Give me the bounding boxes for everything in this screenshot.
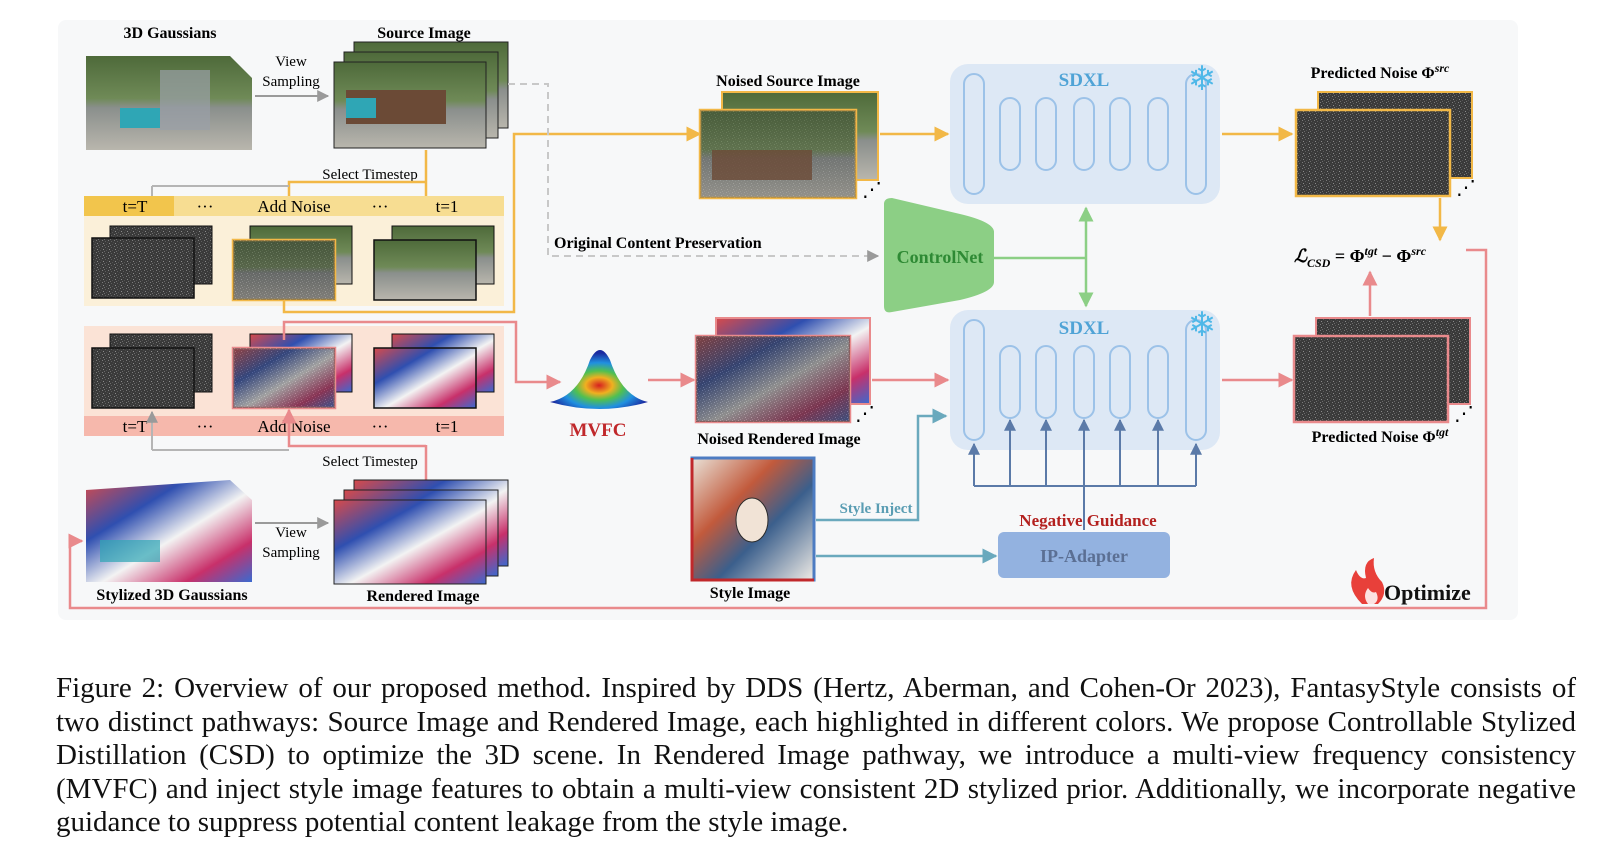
predicted-src-stack <box>1294 91 1473 198</box>
style-inject-arrow <box>816 408 948 522</box>
stylized-gaussians-label: Stylized 3D Gaussians <box>96 587 247 604</box>
add-noise-bottom: Add Noise <box>257 417 330 436</box>
noised-source-label: Noised Source Image <box>716 73 860 90</box>
t-end-bottom: t=1 <box>436 417 459 436</box>
sdxl-top-label: SDXL <box>1059 70 1110 91</box>
noised-rendered-label: Noised Rendered Image <box>697 431 860 448</box>
sdxl-bottom-block <box>950 310 1220 450</box>
source-image-label: Source Image <box>377 25 470 42</box>
source-image-stack <box>333 41 509 149</box>
t-end-top: t=1 <box>436 197 459 216</box>
view-sampling-top-line1: View <box>275 54 307 70</box>
predicted-tgt-stack <box>1292 317 1471 424</box>
dots-bottom-1: ··· <box>197 417 214 436</box>
figure-caption: Figure 2: Overview of our proposed metho… <box>56 672 1576 840</box>
sdxl-bottom-label: SDXL <box>1059 318 1110 339</box>
negative-guidance-label: Negative Guidance <box>1019 511 1157 530</box>
controlnet-label: ControlNet <box>897 247 984 267</box>
flame-icon <box>1351 558 1385 604</box>
timestep-branch-bottom <box>281 408 426 448</box>
t-start-bottom: t=T <box>123 417 148 436</box>
original-content-dashed <box>508 83 880 262</box>
noised-source-stack <box>698 91 879 200</box>
stack-more-dots: ⋰ <box>862 179 882 201</box>
gaussians-3d-label: 3D Gaussians <box>124 25 217 42</box>
noised-stack-top-T <box>91 225 213 299</box>
rendered-path-to-mvfc <box>282 320 562 390</box>
predicted-src-label: Predicted Noise Φsrc <box>1311 61 1450 82</box>
mvfc-label: MVFC <box>570 420 627 441</box>
optimize-feedback-loop <box>68 248 1488 610</box>
stylized-gaussian-surface-icon <box>86 480 252 582</box>
view-sampling-top-line2: Sampling <box>262 74 320 90</box>
t-start-top: t=T <box>123 197 148 216</box>
ip-adapter-label: IP-Adapter <box>1040 546 1128 566</box>
source-path-to-noised <box>282 126 702 314</box>
view-sampling-bottom-line1: View <box>275 525 307 541</box>
stack-more-dots: ⋰ <box>1454 403 1474 425</box>
stack-more-dots: ⋰ <box>1456 177 1476 199</box>
select-timestep-top-label: Select Timestep <box>322 167 417 183</box>
controlnet-block <box>884 198 994 313</box>
optimize-label: Optimize <box>1384 580 1471 605</box>
noised-stack-top-mid <box>231 225 353 302</box>
gaussian-surface-icon <box>86 56 252 150</box>
view-sampling-bottom-line2: Sampling <box>262 545 320 561</box>
noised-stack-bottom-T <box>91 333 213 409</box>
noised-stack-bottom-mid <box>231 333 353 410</box>
loss-equation: ℒCSD = Φtgt − Φsrc <box>1294 244 1427 270</box>
rendered-image-label: Rendered Image <box>366 588 479 605</box>
predicted-tgt-label: Predicted Noise Φtgt <box>1312 425 1449 446</box>
dots-top-2: ··· <box>372 197 389 216</box>
caption-text: Figure 2: Overview of our proposed metho… <box>56 672 1576 838</box>
style-inject-label: Style Inject <box>840 501 913 517</box>
mvfc-surface-icon <box>550 350 648 409</box>
add-noise-top: Add Noise <box>257 197 330 216</box>
ip-adapter-fanout <box>968 418 1202 530</box>
sdxl-top-block <box>950 64 1220 204</box>
dots-top-1: ··· <box>197 197 214 216</box>
rendered-image-stack <box>333 479 509 585</box>
style-image-label: Style Image <box>710 585 790 602</box>
noised-stack-top-1 <box>373 225 495 301</box>
style-image <box>690 456 816 582</box>
snowflake-icon: ❄ <box>1188 61 1217 98</box>
ip-adapter-block <box>998 532 1170 578</box>
noised-rendered-stack <box>694 317 871 424</box>
dots-bottom-2: ··· <box>372 417 389 436</box>
original-content-label: Original Content Preservation <box>554 235 762 252</box>
stack-more-dots: ⋰ <box>855 403 875 425</box>
select-timestep-bottom-label: Select Timestep <box>322 454 417 470</box>
noised-stack-bottom-1 <box>373 333 495 409</box>
method-overview-diagram: 3D Gaussians View Sampling Source Image … <box>68 25 1488 610</box>
snowflake-icon: ❄ <box>1188 307 1217 344</box>
